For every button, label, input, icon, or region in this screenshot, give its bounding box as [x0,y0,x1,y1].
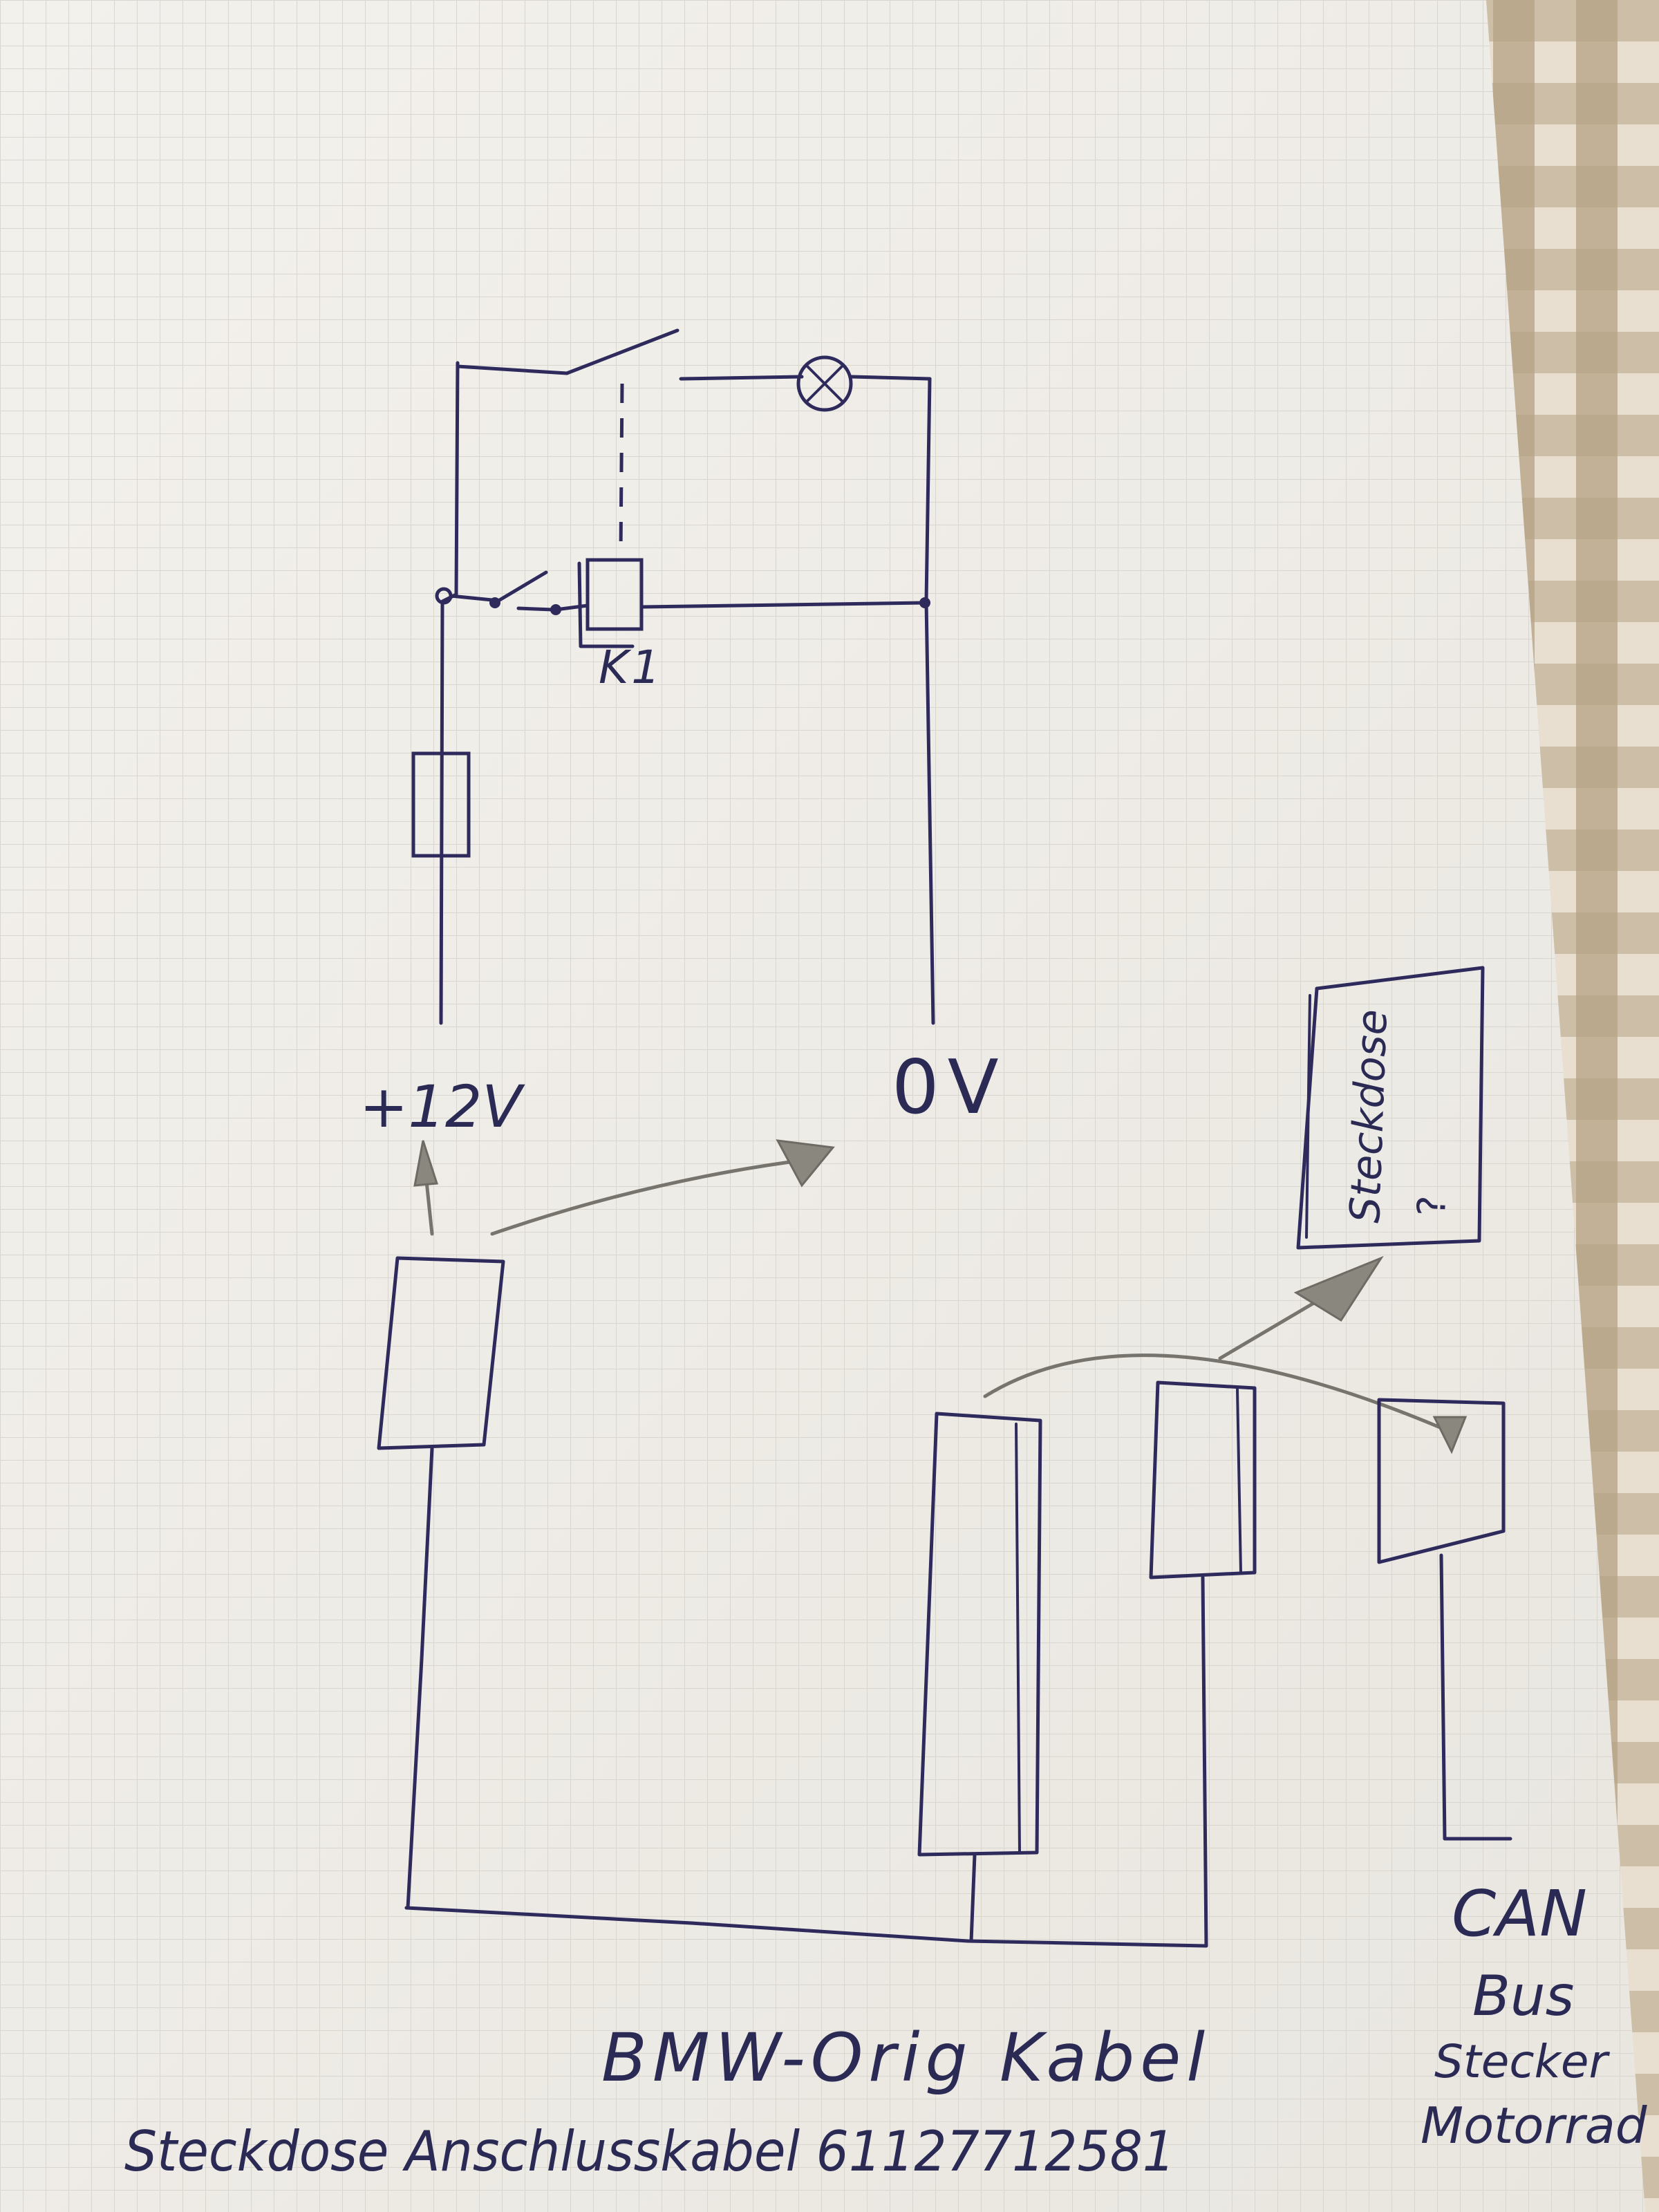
tall-connector-box [917,1412,1042,1857]
pencil-arrows [413,1139,1468,1454]
relay-coil [577,558,644,648]
mid-connector-box [1149,1380,1257,1580]
mid-connector-wire [1201,1575,1208,1948]
zero-volt-label: 0V [892,1044,1007,1131]
relay-linkage-dashed [619,383,624,554]
can-bus-label-group: CAN Bus Stecker Motorrad [1421,1877,1648,2155]
control-wire-mid [516,606,555,612]
control-wire-to-coil [554,603,590,612]
lamp-feed-wire [679,375,804,381]
control-wire-left [449,594,494,602]
bottom-bus-wire [404,1906,1208,1948]
relay-switch-contact [565,328,679,375]
plus-12v-label: +12V [359,1073,525,1141]
lamp-icon [796,355,853,412]
arrow-to-0v [490,1159,797,1236]
socket-box-label: Steckdose [1341,1009,1397,1224]
tall-connector-wire [969,1853,977,1943]
arrow-to-can-connector [983,1353,1450,1433]
lamp-return-wire [850,375,932,381]
socket-box: Steckdose ? [1296,966,1485,1250]
fuse-icon [411,751,471,858]
bottom-caption: Steckdose Anschlusskabel 61127712581 [124,2119,1175,2184]
control-switch-lever [493,570,548,605]
relay-label: K1 [599,641,663,694]
cable-harness [377,1256,1512,1948]
socket-box-question: ? [1409,1195,1455,1217]
can-bus-line-1: CAN [1452,1877,1587,1951]
can-bus-line-2: Bus [1472,1964,1574,2028]
can-connector-box [1377,1398,1506,1564]
can-bus-line-3: Stecker [1434,2035,1610,2088]
can-bus-line-4: Motorrad [1421,2097,1648,2155]
relay-circuit [411,328,935,1025]
left-connector-box [377,1256,505,1450]
coil-return-wire [639,601,927,609]
can-connector-wire [1439,1553,1512,1841]
bmw-cable-caption: BMW-Orig Kabel [601,2019,1210,2097]
top-wire [456,364,569,375]
